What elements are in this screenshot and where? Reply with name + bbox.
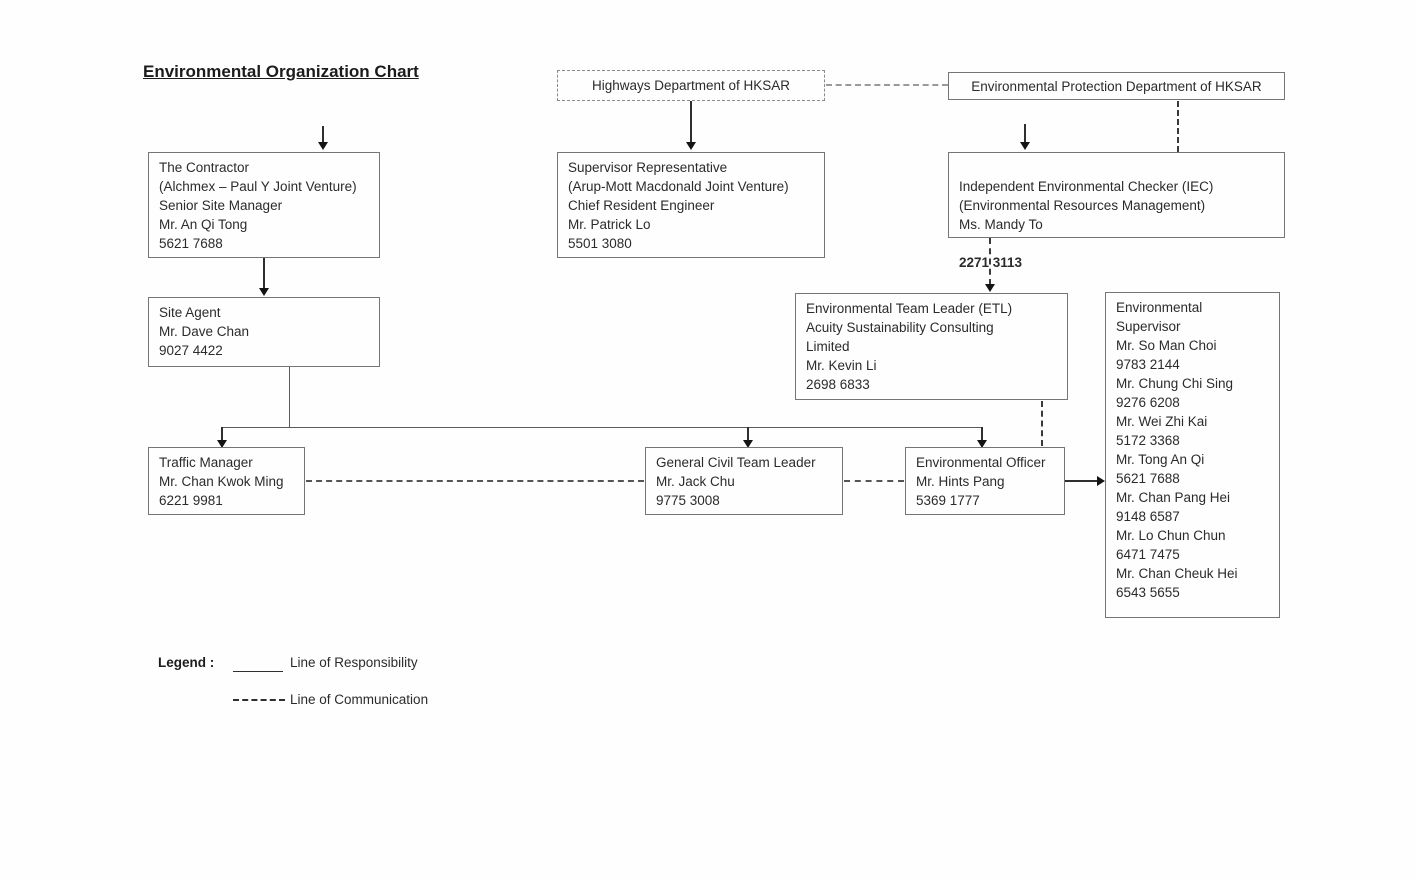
legend-dashed-line-sample	[233, 699, 285, 701]
connector-iec-arrowhead	[1020, 142, 1030, 150]
box-independent-environmental-checker: Independent Environmental Checker (IEC) …	[948, 152, 1285, 270]
connector-contractor-arrow-line	[322, 126, 324, 143]
iec-phone: 2271 3113	[959, 255, 1023, 270]
iec-lines: Independent Environmental Checker (IEC) …	[959, 179, 1214, 232]
connector-bar-eo-arrowhead	[977, 440, 987, 448]
box-supervisor-representative: Supervisor Representative (Arup-Mott Mac…	[557, 152, 825, 258]
connector-tm-gctl-dashed	[306, 480, 644, 482]
highways-department-label: Highways Department of HKSAR	[591, 78, 791, 93]
connector-hd-supervisor-arrowhead	[686, 142, 696, 150]
box-environmental-protection-department: Environmental Protection Department of H…	[948, 72, 1285, 100]
legend-dashed-label: Line of Communication	[290, 692, 429, 707]
connector-iec-etl-arrowhead	[985, 284, 995, 292]
box-general-civil-team-leader: General Civil Team Leader Mr. Jack Chu 9…	[645, 447, 843, 515]
legend-title: Legend :	[158, 655, 215, 670]
connector-epd-iec-dashed	[1177, 101, 1179, 152]
connector-contractor-siteagent-line	[263, 258, 265, 289]
connector-contractor-siteagent-arrowhead	[259, 288, 269, 296]
epd-label: Environmental Protection Department of H…	[971, 78, 1262, 94]
connector-eo-es-arrowhead	[1097, 476, 1105, 486]
connector-bar-gctl-line	[747, 427, 749, 441]
connector-bar-trafficmanager-line	[221, 427, 223, 441]
box-environmental-team-leader: Environmental Team Leader (ETL) Acuity S…	[795, 293, 1068, 400]
box-site-agent: Site Agent Mr. Dave Chan 9027 4422	[148, 297, 380, 367]
legend-solid-label: Line of Responsibility	[290, 655, 418, 670]
box-environmental-officer: Environmental Officer Mr. Hints Pang 536…	[905, 447, 1065, 515]
connector-siteagent-drop-line	[289, 367, 290, 427]
connector-gctl-eo-dashed	[844, 480, 904, 482]
box-traffic-manager: Traffic Manager Mr. Chan Kwok Ming 6221 …	[148, 447, 305, 515]
connector-distribution-bar	[222, 427, 982, 428]
chart-title: Environmental Organization Chart	[143, 62, 419, 81]
legend-solid-line-sample	[233, 671, 283, 672]
connector-hd-supervisor-line	[690, 101, 692, 143]
box-environmental-supervisor: Environmental Supervisor Mr. So Man Choi…	[1105, 292, 1280, 618]
connector-contractor-arrowhead	[318, 142, 328, 150]
box-highways-department: Highways Department of HKSAR	[557, 70, 825, 101]
connector-iec-etl-dashed-line	[989, 238, 991, 285]
connector-iec-arrow-line	[1024, 124, 1026, 143]
connector-bar-gctl-arrowhead	[743, 440, 753, 448]
connector-bar-eo-line	[981, 427, 983, 441]
connector-hd-epd-dashed	[826, 84, 948, 86]
connector-eo-es-line	[1065, 480, 1098, 482]
connector-bar-trafficmanager-arrowhead	[217, 440, 227, 448]
box-contractor: The Contractor (Alchmex – Paul Y Joint V…	[148, 152, 380, 258]
connector-etl-eo-dashed	[1041, 401, 1043, 446]
